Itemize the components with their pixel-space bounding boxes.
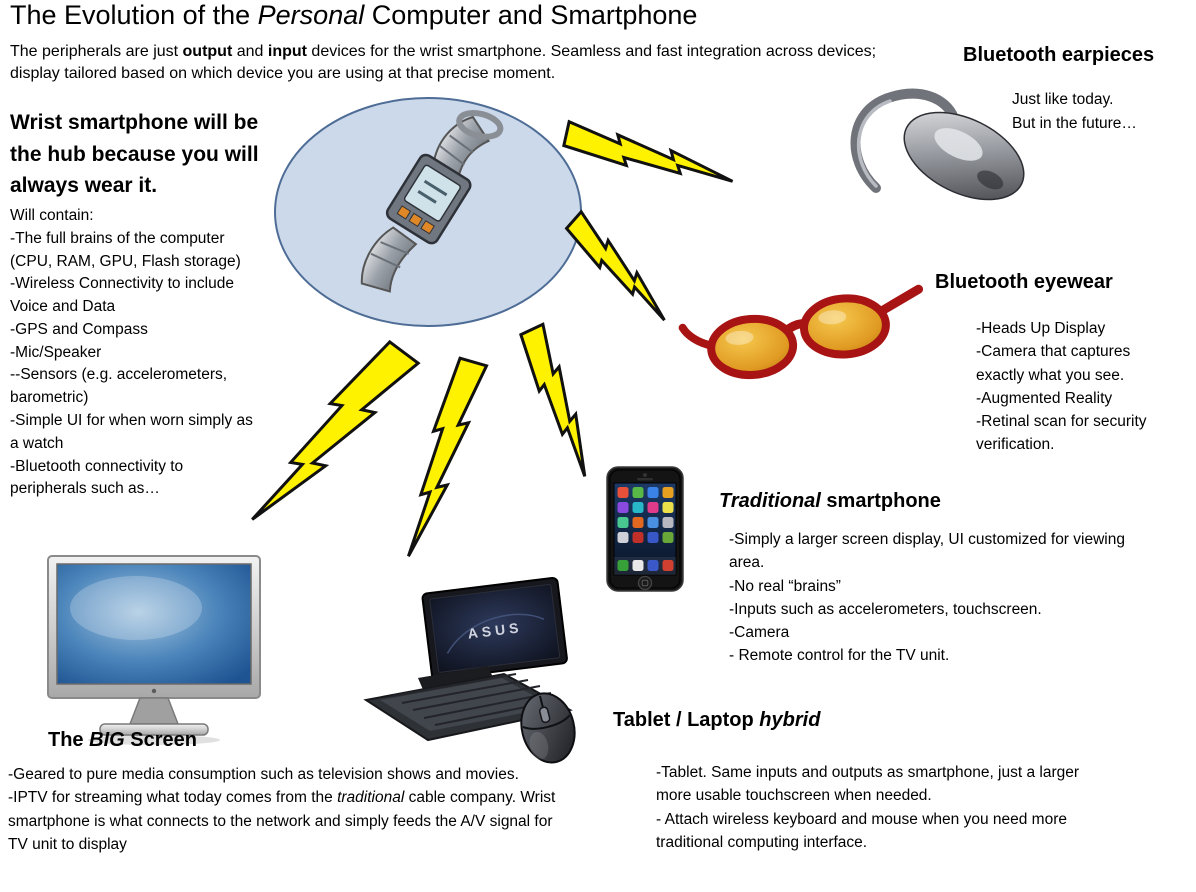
mouse-body <box>520 692 576 764</box>
hybrid-heading-italic: hybrid <box>759 709 821 731</box>
hybrid-text: -Tablet. Same inputs and outputs as smar… <box>656 761 1086 854</box>
subtitle-bold-word: output <box>182 43 233 60</box>
lightning-bolt-tv <box>250 325 422 554</box>
wrist-heading: Wrist smartphone will be the hub because… <box>10 111 259 197</box>
bigscreen-paragraph: -Geared to pure media consumption such a… <box>8 766 519 783</box>
smartphone-list-line: -Camera <box>729 624 790 641</box>
bigscreen-paragraph: -IPTV for streaming what today comes fro… <box>8 786 556 856</box>
eyewear-list-line: -Heads Up Display <box>976 320 1106 337</box>
speaker-slot <box>637 478 653 481</box>
earpieces-note-line: But in the future… <box>1012 115 1137 133</box>
front-camera <box>643 473 647 477</box>
iphone-illustration <box>606 466 684 592</box>
smartphone-heading: Traditional smartphone <box>719 490 941 513</box>
power-led <box>151 688 157 694</box>
tv-stand-base <box>99 723 209 736</box>
bigscreen-text: -Geared to pure media consumption such a… <box>8 763 556 856</box>
phone-screen <box>613 482 677 576</box>
tv-stand-neck <box>128 697 180 725</box>
subtitle: The peripherals are just output and inpu… <box>10 41 878 86</box>
smartphone-list-line: -Simply a larger screen display, UI cust… <box>729 531 1125 572</box>
wrist-list-line: Will contain: <box>10 207 94 224</box>
text-run-italic: traditional <box>337 789 405 807</box>
subtitle-text: and <box>232 43 268 60</box>
lens-right <box>800 294 890 359</box>
ear-hook <box>850 88 959 193</box>
laptop-tablet-illustration: ASUS <box>363 576 573 742</box>
mouse-illustration <box>520 692 576 764</box>
tv-illustration <box>47 555 261 745</box>
watch-buckle <box>456 110 504 140</box>
lightning-bolt-earpieces <box>560 120 738 183</box>
app-icons <box>614 487 676 575</box>
wrist-list-line: -Mic/Speaker <box>10 343 102 361</box>
lightning-bolt-smartphone <box>502 320 625 478</box>
hybrid-heading: Tablet / Laptop hybrid <box>613 709 820 732</box>
hybrid-text-line: - Attach wireless keyboard and mouse whe… <box>656 810 1067 851</box>
earpiece-button <box>934 128 983 161</box>
tablet-screen <box>429 583 561 673</box>
eyewear-list: -Heads Up Display -Camera that captures … <box>976 317 1176 457</box>
smartphone-list-line: - Remote control for the TV unit. <box>729 647 950 665</box>
subtitle-text: The peripherals are just <box>10 43 183 60</box>
title-italic-word: Personal <box>257 0 365 30</box>
scroll-wheel <box>539 706 551 724</box>
wrist-list-line: -Wireless Connectivity to include Voice … <box>10 275 234 316</box>
wrist-list-line: -Bluetooth connectivity to peripherals s… <box>10 457 184 498</box>
eyewear-list-line: -Augmented Reality <box>976 389 1113 407</box>
text-run: -IPTV for streaming what today comes fro… <box>8 789 338 807</box>
wrist-list-line: -Simple UI for when worn simply as a wat… <box>10 412 253 452</box>
wrist-list-line: --Sensors (e.g. accelerometers, barometr… <box>10 366 228 407</box>
sunglasses-illustration <box>678 284 924 380</box>
home-button <box>637 575 653 591</box>
eyewear-heading: Bluetooth eyewear <box>935 271 1113 293</box>
subtitle-bold-word: input <box>267 43 307 60</box>
earpieces-note-line: Just like today. <box>1012 91 1114 108</box>
wrist-list-line: -GPS and Compass <box>10 320 148 338</box>
laptop-brand-label: ASUS <box>467 619 523 642</box>
earpieces-note: Just like today. But in the future… <box>1012 88 1137 136</box>
smartphone-list-line: -Inputs such as accelerometers, touchscr… <box>729 600 1042 618</box>
eyewear-list-line: -Camera that captures exactly what you s… <box>976 343 1131 384</box>
text-run: cable company. Wrist smartphone is what … <box>8 789 556 853</box>
page-title: The Evolution of the Personal Computer a… <box>10 0 697 31</box>
hybrid-text-line: -Tablet. Same inputs and outputs as smar… <box>656 764 1080 805</box>
earpieces-heading: Bluetooth earpieces <box>963 44 1155 66</box>
lens-left <box>707 314 798 380</box>
smartphone-heading-rest: smartphone <box>820 490 941 512</box>
wrist-watch-illustration <box>360 110 504 293</box>
bigscreen-heading-text: Screen <box>124 729 197 751</box>
title-text: The Evolution of the <box>10 0 258 30</box>
hinge <box>418 666 494 692</box>
title-text: Computer and Smartphone <box>364 0 698 30</box>
bigscreen-heading: The BIG Screen <box>48 729 197 752</box>
eyewear-list-line: -Retinal scan for security verification. <box>976 413 1147 454</box>
wrist-list: Will contain: -The full brains of the co… <box>10 205 264 501</box>
watch-screen <box>403 164 461 222</box>
lightning-bolt-eyewear <box>554 209 689 321</box>
subtitle-text: devices for the wrist smartphone. Seamle… <box>10 43 877 83</box>
tv-screen <box>56 563 252 685</box>
smartphone-list-line: -No real “brains” <box>729 577 841 595</box>
smartphone-heading-italic: Traditional <box>719 490 821 512</box>
bluetooth-earpiece-illustration <box>850 88 1025 201</box>
bigscreen-heading-italic: BIG <box>89 729 125 751</box>
bigscreen-heading-text: The <box>48 729 90 751</box>
lightning-bolt-laptop <box>407 353 489 565</box>
smartphone-list: -Simply a larger screen display, UI cust… <box>729 528 1125 668</box>
hybrid-heading-text: Tablet / Laptop <box>613 709 760 731</box>
wrist-list-line: -The full brains of the computer (CPU, R… <box>10 229 241 270</box>
